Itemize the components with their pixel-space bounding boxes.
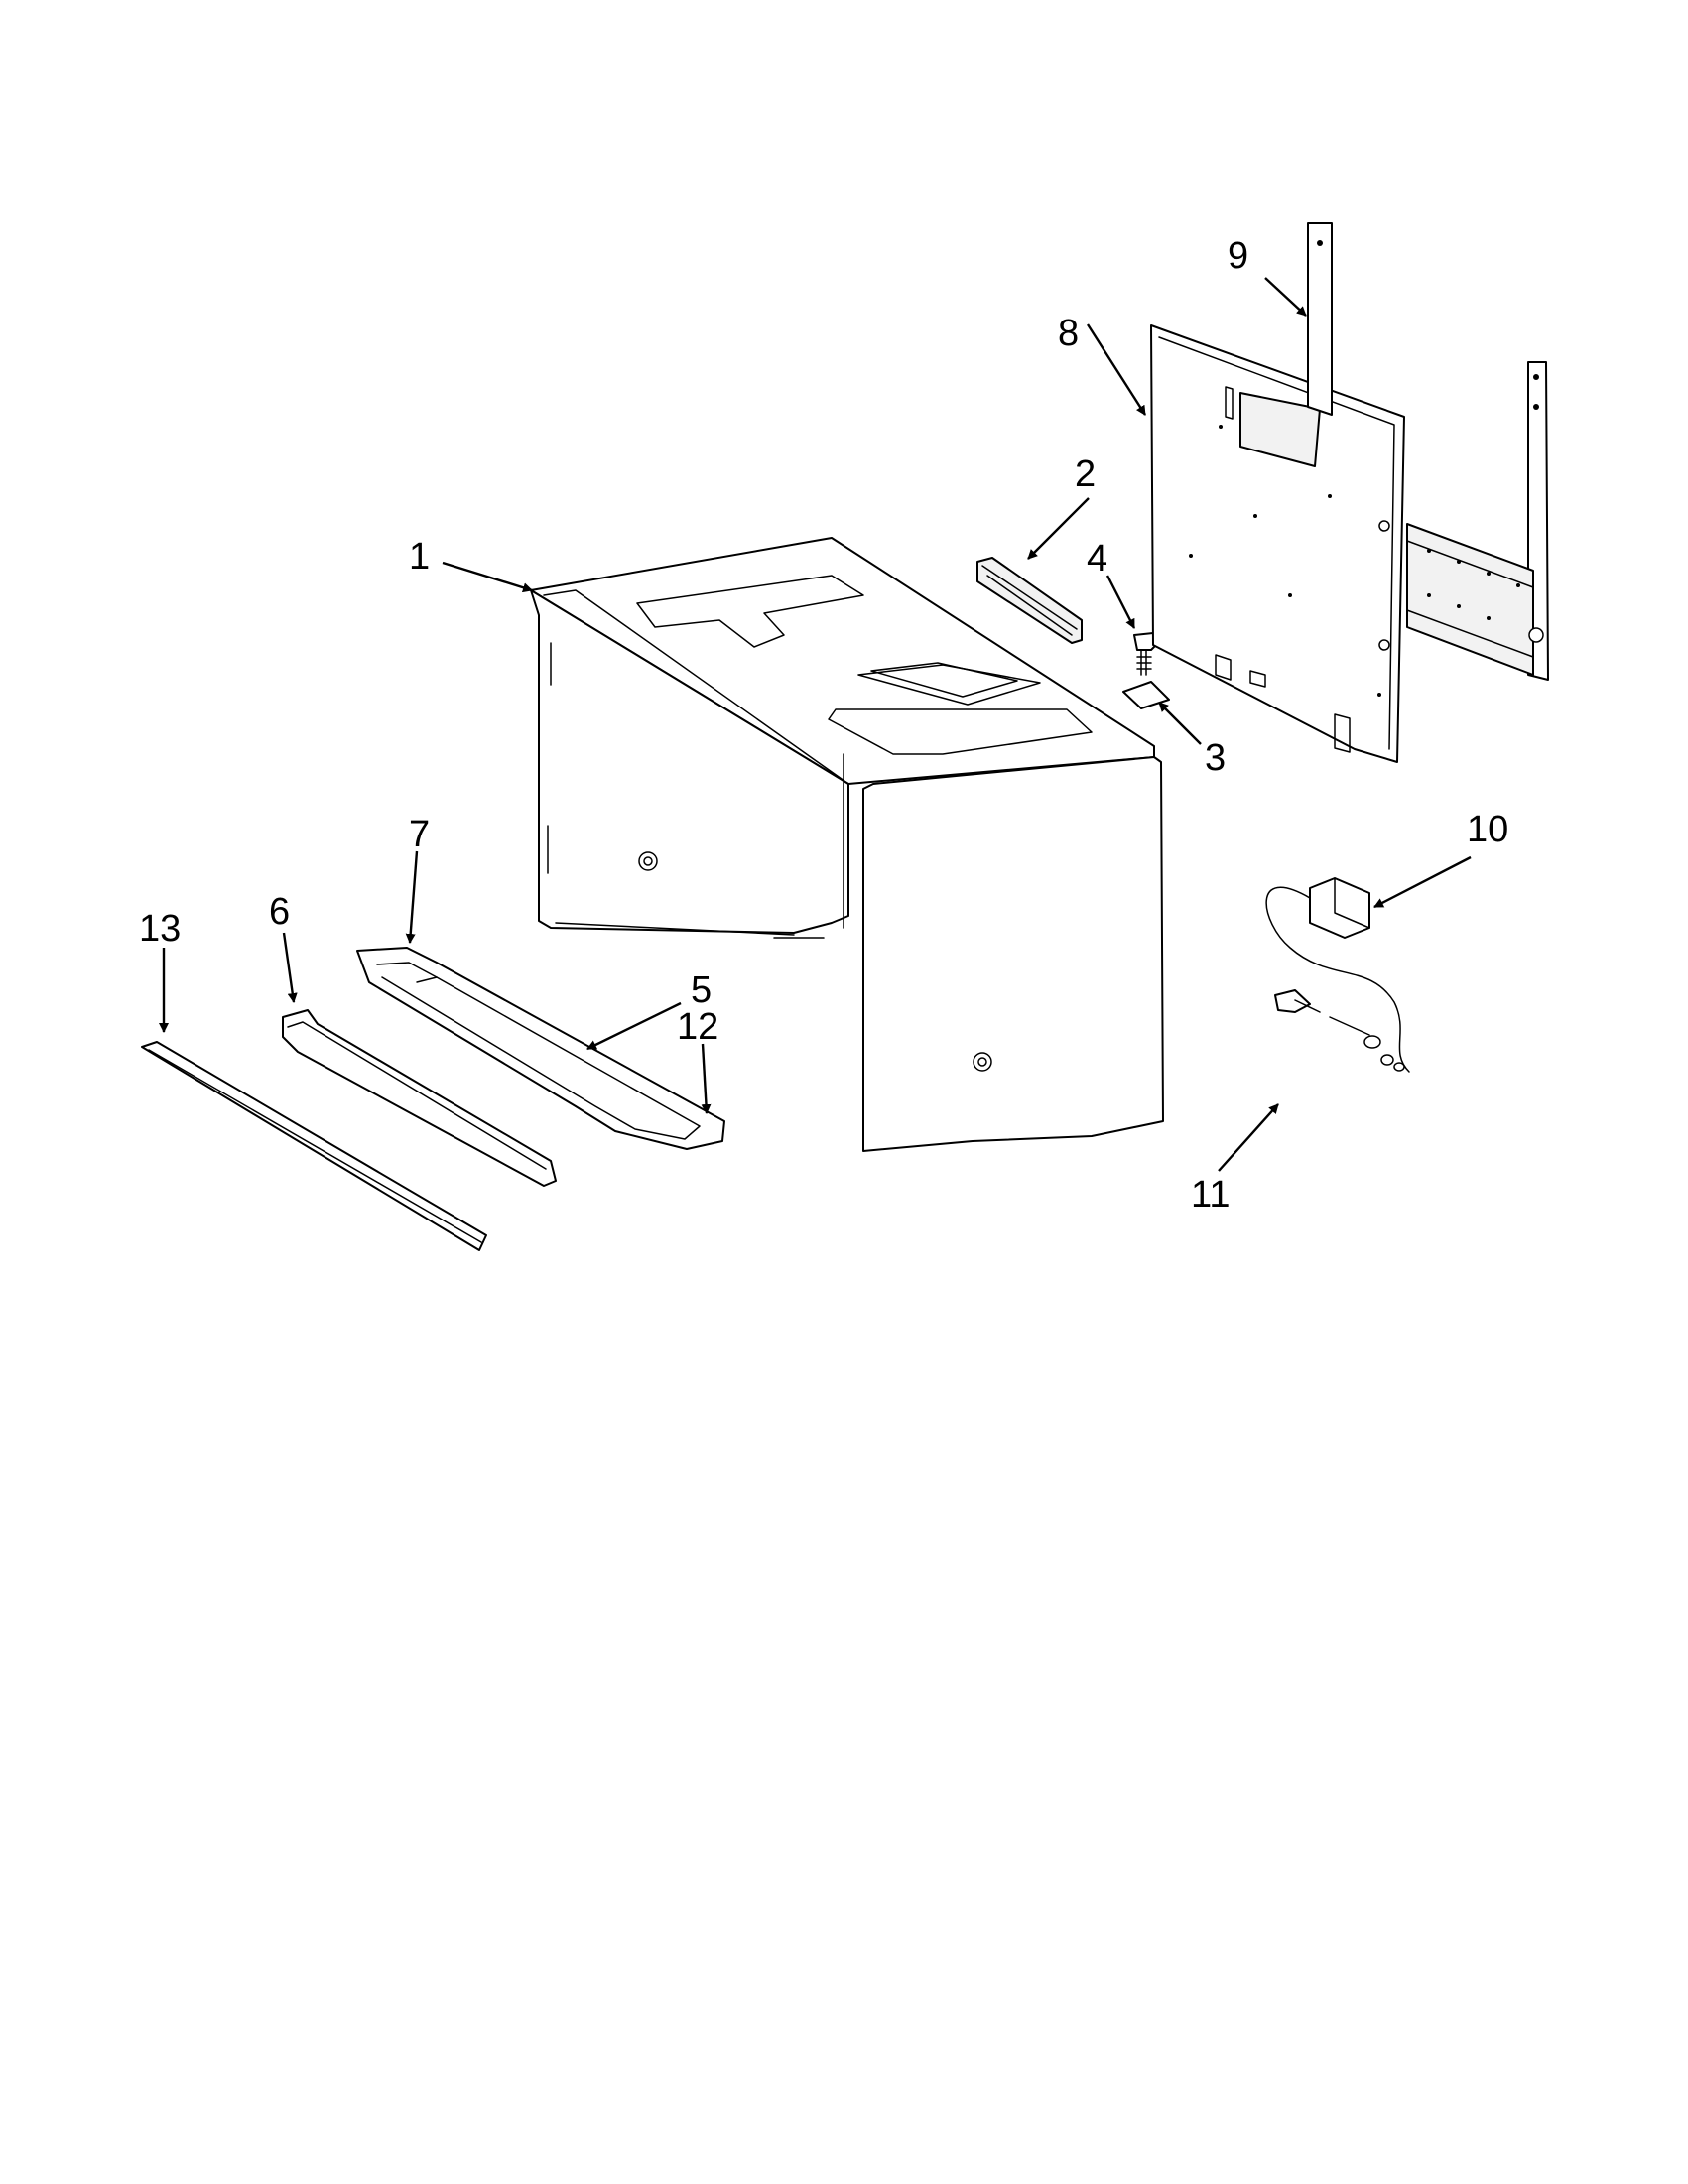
- part-1-cabinet-wrapper: [530, 537, 1164, 1152]
- leader-lines: [159, 277, 1472, 1172]
- part-6-front-trim: [282, 1009, 557, 1187]
- callout-7: 7: [409, 814, 430, 855]
- part-3-clip: [1122, 681, 1170, 709]
- part-7-grille: [356, 947, 725, 1150]
- callout-2: 2: [1075, 453, 1096, 495]
- callout-9: 9: [1228, 235, 1248, 277]
- callout-13: 13: [139, 908, 181, 950]
- part-10-power-cord: [1265, 877, 1410, 1073]
- callout-8: 8: [1058, 313, 1079, 354]
- callout-5: 5: [691, 969, 712, 1011]
- part-2-bracket: [976, 557, 1083, 644]
- callout-10: 10: [1467, 809, 1508, 850]
- callout-3: 3: [1205, 737, 1226, 779]
- part-13-strip: [141, 1041, 487, 1251]
- part-9-mounting-plate: [1307, 222, 1549, 681]
- callout-6: 6: [269, 891, 290, 933]
- part-11-ground-screw: [1274, 989, 1405, 1072]
- part-4-screw: [1133, 632, 1157, 676]
- callout-1: 1: [409, 536, 430, 578]
- callout-11: 11: [1191, 1174, 1230, 1216]
- part-8-back-panel: [1150, 324, 1405, 763]
- callout-4: 4: [1087, 538, 1107, 579]
- callout-labels: 1 2 3 4 5 6 7 8 9 10 11 12 13: [139, 235, 1508, 1216]
- callout-12: 12: [677, 1006, 718, 1048]
